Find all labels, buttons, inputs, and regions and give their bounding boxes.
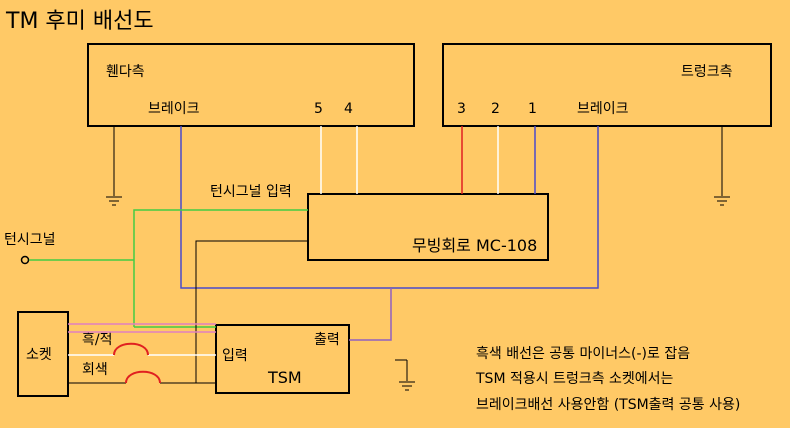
- truck-pin-2: 2: [491, 101, 500, 117]
- brake-wire: [180, 126, 599, 289]
- tsm-output-wire: [349, 288, 392, 341]
- socket-wire-gray: 회색: [82, 362, 108, 378]
- tsm-input-label: 입력: [222, 348, 248, 364]
- ground-icon: [399, 381, 415, 391]
- module-box: [307, 193, 549, 261]
- wheel-pin-5: 5: [314, 101, 323, 117]
- tsm-output-label: 출력: [314, 332, 340, 348]
- connector-icon: [113, 342, 149, 356]
- socket-box: [17, 311, 69, 397]
- wheel-side-box: [87, 43, 415, 127]
- connector-icon: [125, 370, 161, 384]
- socket-wire-black-red: 흑/적: [82, 331, 112, 348]
- wheel-pin-4: 4: [344, 101, 353, 117]
- turn-signal-label: 턴시그널: [4, 232, 56, 248]
- truck-side-box: [442, 43, 772, 127]
- truck-pin-3: 3: [457, 101, 466, 117]
- ground-icon: [106, 196, 122, 206]
- note-line-3: 브레이크배선 사용안함 (TSM출력 공통 사용): [476, 397, 740, 413]
- truck-side-label: 트렁크측: [681, 64, 733, 80]
- module-label: 무빙회로 MC-108: [412, 236, 537, 255]
- diagram-title: TM 후미 배선도: [5, 9, 154, 34]
- truck-brake-label: 브레이크: [577, 101, 629, 117]
- module-to-tsm-wire: [195, 240, 308, 384]
- module-input-label: 턴시그널 입력: [210, 184, 292, 200]
- tsm-label: TSM: [267, 368, 302, 387]
- socket-label: 소켓: [26, 347, 52, 363]
- tsm-box: [215, 324, 350, 394]
- note-line-2: TSM 적용시 트렁크측 소켓에서는: [475, 371, 674, 387]
- note-line-1: 흑색 배선은 공통 마이너스(-)로 잡음: [476, 345, 690, 362]
- module-input-wire: [133, 209, 308, 327]
- turn-signal-terminal: [20, 255, 30, 265]
- truck-pin-1: 1: [528, 101, 537, 117]
- ground-icon: [714, 196, 730, 206]
- wheel-brake-label: 브레이크: [148, 101, 200, 117]
- wheel-side-label: 휀다측: [106, 64, 145, 80]
